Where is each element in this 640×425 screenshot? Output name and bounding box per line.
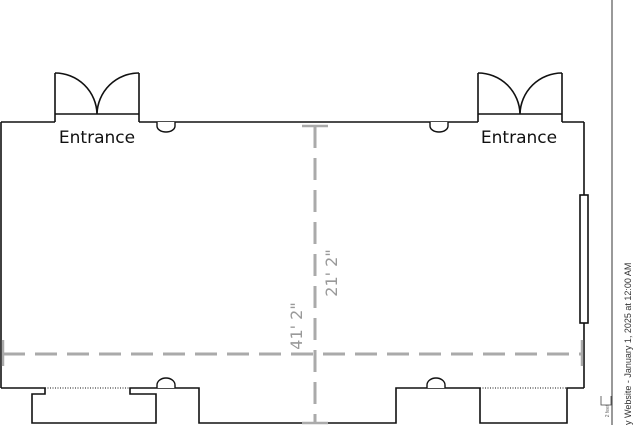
door-left (54, 72, 140, 122)
outlet-icon (429, 122, 449, 133)
outlet-icon (156, 377, 176, 388)
length-dimension-label: 41' 2" (287, 302, 306, 349)
door-right (477, 72, 563, 122)
dimension-lines (1, 124, 584, 425)
outlet-icon (156, 122, 176, 133)
outlets (156, 122, 449, 388)
window (579, 194, 589, 324)
footer-text: y Website - January 1, 2025 at 12:00 AM (623, 263, 633, 425)
entrance-label-right: Entrance (481, 128, 557, 148)
width-dimension-label: 21' 2" (322, 249, 341, 296)
entrance-label-left: Entrance (59, 128, 135, 148)
scale-label: 2 feet (605, 404, 611, 417)
walls (0, 121, 589, 424)
bottom-wall (1, 387, 584, 424)
outlet-icon (426, 377, 446, 388)
scale-bar (600, 396, 612, 406)
